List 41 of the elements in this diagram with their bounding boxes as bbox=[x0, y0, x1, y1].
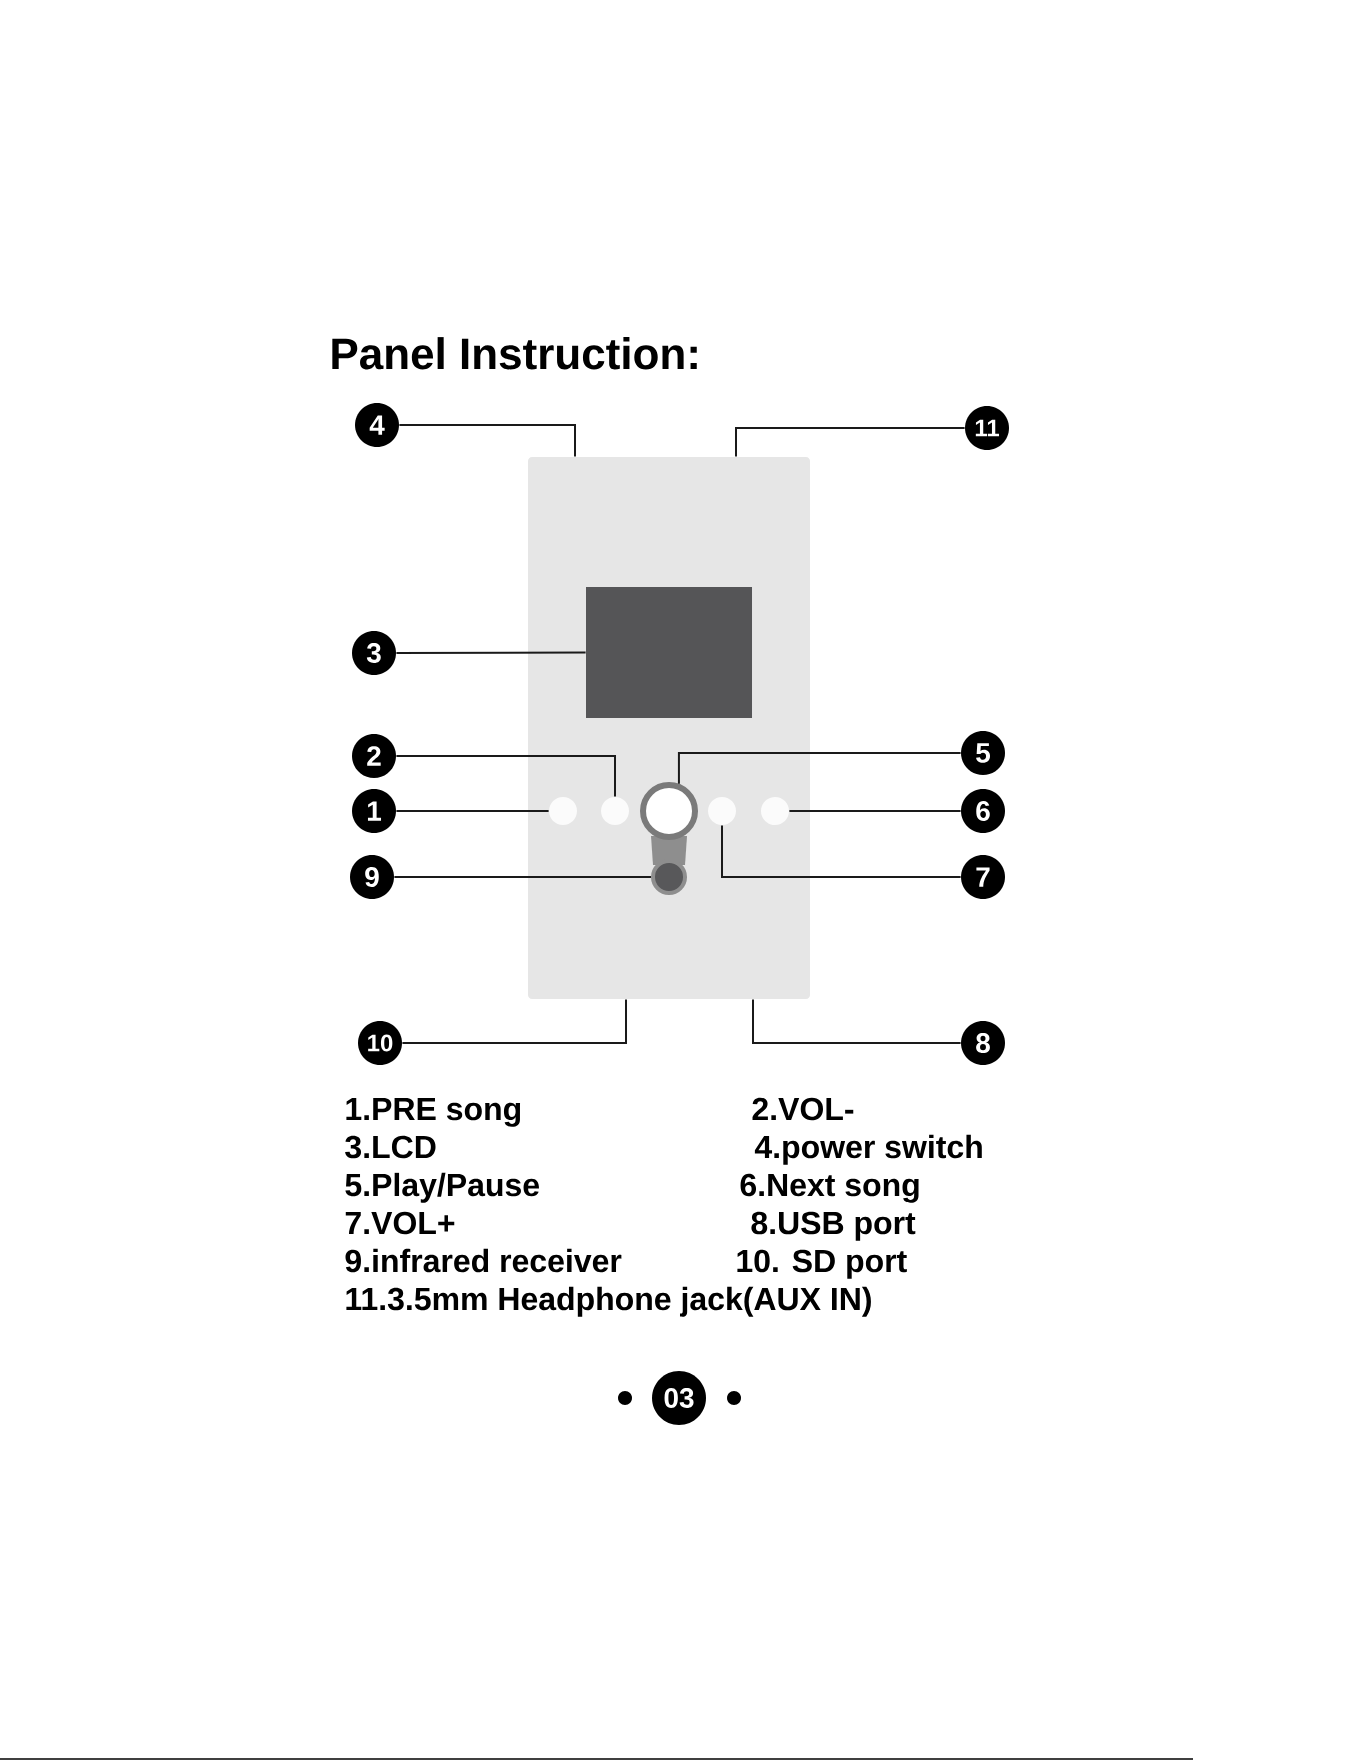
callout-number: 9 bbox=[350, 855, 394, 899]
leader-line bbox=[395, 651, 587, 654]
push-button bbox=[601, 797, 629, 825]
parts-list-item: 1.PRE song bbox=[346, 1098, 521, 1127]
leader-line bbox=[395, 810, 550, 812]
parts-list-item: 11.3.5mm Headphone jack(AUX IN) bbox=[346, 1286, 871, 1317]
push-button bbox=[549, 797, 577, 825]
parts-list-item: 10. SD port bbox=[737, 1249, 907, 1279]
leader-line bbox=[398, 424, 576, 458]
parts-list-item: 3.LCD bbox=[345, 1135, 436, 1159]
lcd-screen bbox=[586, 587, 752, 718]
leader-line bbox=[721, 824, 962, 878]
play-button bbox=[640, 782, 698, 840]
parts-list-item: 5.Play/Pause bbox=[345, 1172, 539, 1203]
leader-line bbox=[788, 810, 962, 812]
push-button bbox=[761, 797, 789, 825]
leader-line bbox=[401, 998, 627, 1044]
callout-number: 3 bbox=[352, 631, 396, 675]
parts-list-item: 6.Next song bbox=[740, 1173, 919, 1203]
callout-number: 7 bbox=[961, 855, 1005, 899]
parts-list-item: 4.power switch bbox=[754, 1134, 982, 1165]
parts-list-item: 8.USB port bbox=[751, 1211, 916, 1241]
callout-number: 10 bbox=[358, 1021, 402, 1065]
parts-list-item: 9.infrared receiver bbox=[345, 1248, 622, 1273]
callout-number: 4 bbox=[355, 403, 399, 447]
callout-number: 6 bbox=[961, 789, 1005, 833]
callout-number: 8 bbox=[961, 1021, 1005, 1065]
page-number: 03 bbox=[652, 1371, 706, 1425]
callout-number: 2 bbox=[352, 734, 396, 778]
leader-line bbox=[677, 752, 962, 785]
leader-line bbox=[752, 998, 962, 1044]
leader-line bbox=[393, 876, 652, 878]
push-button bbox=[708, 797, 736, 825]
callout-number: 5 bbox=[961, 731, 1005, 775]
parts-list-item: 2.VOL- bbox=[752, 1097, 854, 1121]
parts-list-item: 7.VOL+ bbox=[345, 1211, 455, 1235]
callout-number: 11 bbox=[965, 406, 1009, 450]
title: Panel Instruction: bbox=[332, 337, 697, 370]
callout-number: 1 bbox=[352, 789, 396, 833]
leader-line bbox=[395, 755, 616, 798]
leader-line bbox=[735, 427, 966, 458]
